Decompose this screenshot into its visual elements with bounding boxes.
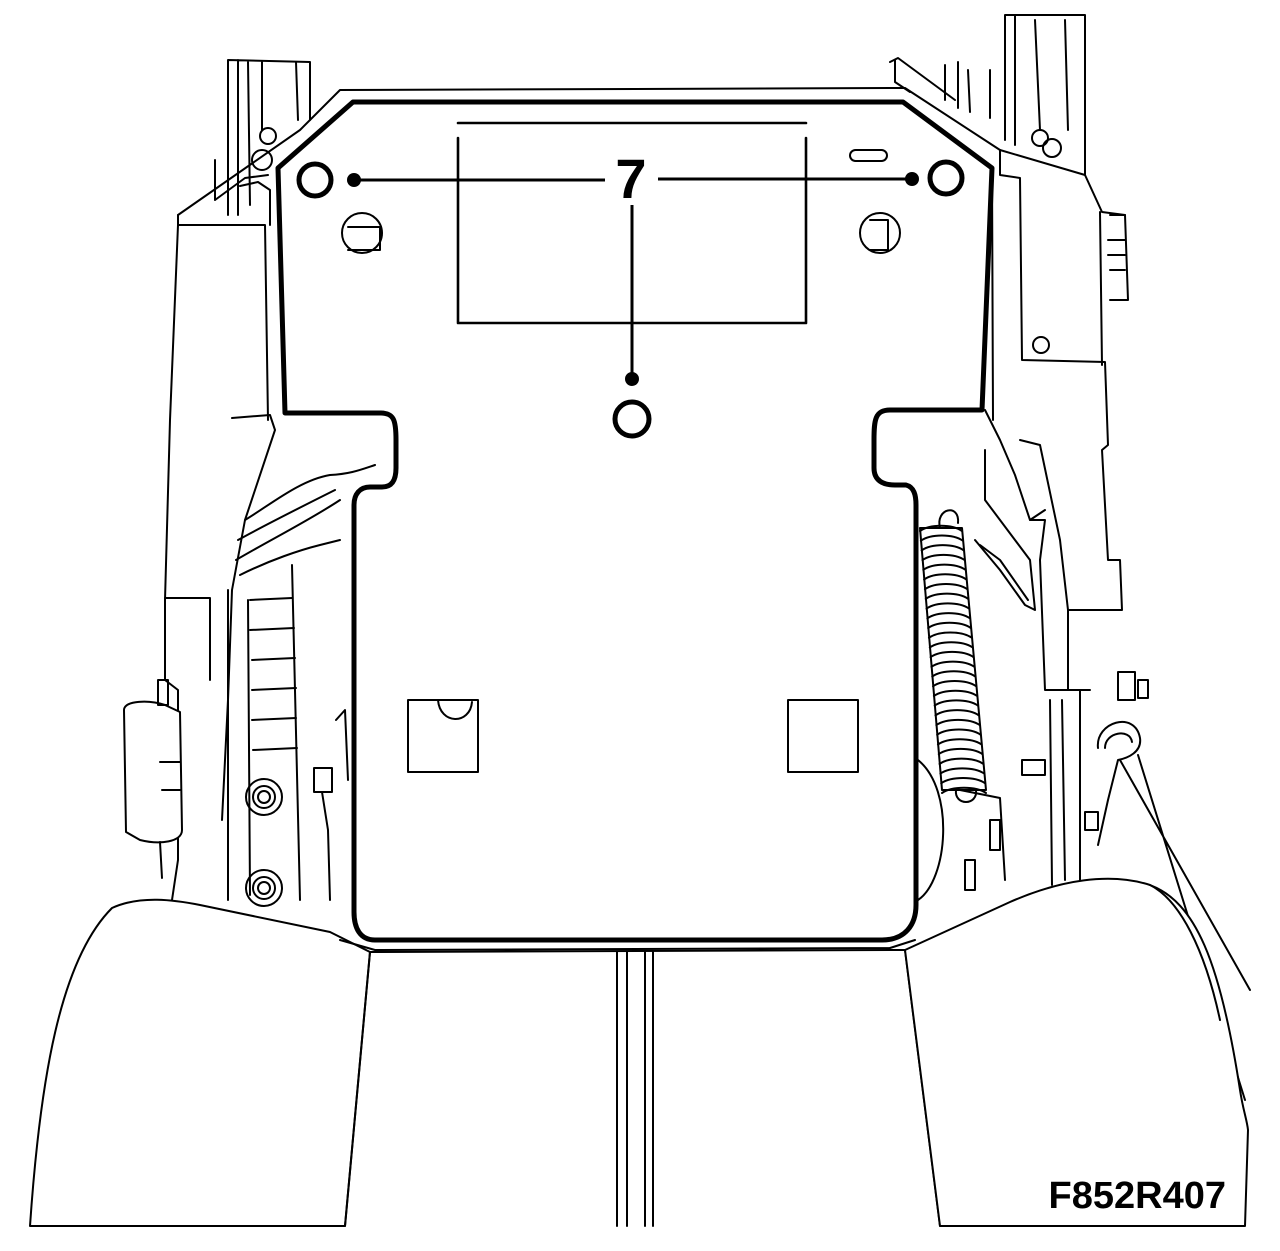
spring-coil — [924, 592, 970, 600]
spring-coil — [921, 553, 966, 562]
leader-dot-bottom — [625, 372, 639, 386]
leader-dot-right — [905, 172, 919, 186]
spring-coil — [939, 767, 986, 775]
spring-coil — [927, 631, 973, 639]
spring-coil — [920, 544, 965, 552]
spring-coil — [927, 621, 972, 630]
spring-coil — [933, 699, 979, 707]
spring-coil — [922, 563, 967, 571]
spring-coil — [940, 777, 987, 785]
spring-coil — [937, 747, 984, 756]
seat-cushion — [29, 877, 1249, 1227]
spring-coil — [919, 534, 964, 542]
figure-code-label: F852R407 — [1049, 1175, 1226, 1217]
spring-coil — [928, 641, 974, 649]
spring-coil — [935, 718, 981, 727]
seat-back-panel — [275, 99, 995, 943]
spring-coil — [919, 524, 963, 532]
spring-coil — [936, 728, 982, 736]
spring-coil — [930, 660, 976, 668]
spring-coil — [926, 612, 971, 620]
left-seat-frame — [123, 59, 1001, 907]
callout-number-label: 7 — [615, 147, 646, 210]
spring-coil — [923, 582, 969, 591]
spring-coil — [931, 670, 977, 678]
spring-coil — [938, 757, 985, 765]
spring-coil — [929, 650, 975, 659]
spring-coil — [941, 786, 987, 794]
leader-dot-left — [347, 173, 361, 187]
spring-coil — [925, 602, 971, 610]
spring-coil — [923, 573, 968, 581]
spring-coil — [934, 709, 980, 717]
callout-7: 7 — [347, 147, 919, 386]
spring-coil — [932, 680, 978, 688]
spring-coil — [932, 689, 979, 697]
tension-spring — [919, 509, 987, 803]
spring-coil — [936, 738, 983, 746]
